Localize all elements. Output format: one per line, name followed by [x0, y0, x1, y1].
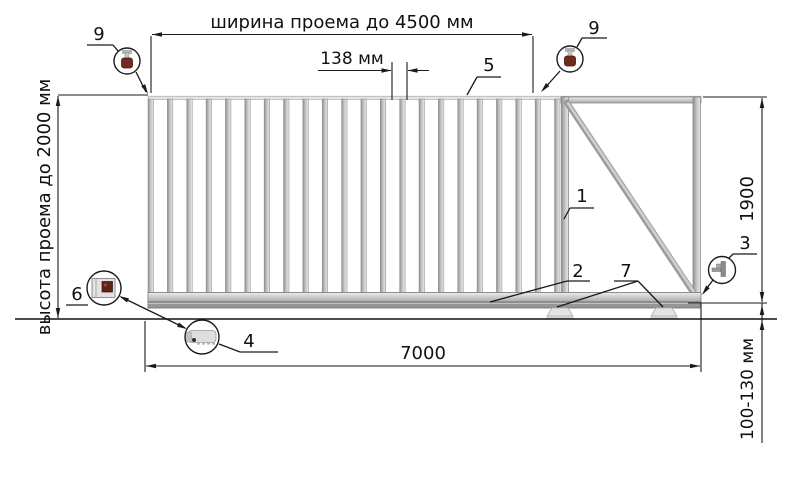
opening-height-label: высота проема до 2000 мм	[34, 79, 55, 335]
callout-6-label: 6	[71, 284, 82, 305]
dim-opening-height: высота проема до 2000 мм	[34, 79, 148, 335]
callout-3: 3	[702, 233, 757, 295]
top-bracket-icon	[121, 50, 133, 69]
callout-1-label: 1	[576, 186, 587, 207]
bottom-frame-rail	[147, 292, 702, 303]
callout-4-label: 4	[243, 331, 254, 352]
callout-6: 6	[66, 270, 187, 329]
roller-carriage-left	[546, 307, 574, 319]
ground-clearance-label: 100-130 мм	[738, 338, 758, 440]
infill-slat	[244, 98, 251, 294]
infill-slat	[147, 98, 154, 294]
callout-9-right: 9	[541, 18, 607, 92]
roller-carriage-right	[650, 307, 678, 319]
slat-spacing-label: 138 мм	[320, 49, 384, 69]
dim-gate-length: 7000	[144, 303, 702, 372]
diagonal-brace-highlight	[566, 101, 699, 299]
outer-upright	[692, 96, 701, 304]
callout-5: 5	[466, 55, 501, 96]
callout-5-label: 5	[483, 55, 494, 76]
gate-length-label: 7000	[400, 343, 446, 364]
carriage-icon	[186, 330, 217, 345]
callout-9-right-label: 9	[588, 18, 599, 39]
infill-slat	[263, 98, 270, 294]
callout-9-left: 9	[87, 24, 148, 94]
infill-slat	[399, 98, 406, 294]
infill-slat	[302, 98, 309, 294]
infill-slat	[341, 98, 348, 294]
infill-slat	[515, 98, 522, 294]
infill-slat	[457, 98, 464, 294]
dim-gate-height: 1900	[703, 96, 767, 302]
callout-7-label: 7	[620, 261, 631, 282]
top-bracket-icon	[564, 48, 576, 67]
gate-assembly	[147, 95, 702, 319]
infill-slat	[534, 98, 541, 294]
dim-slat-spacing: 138 мм	[318, 49, 429, 100]
gate-infill-slats	[147, 98, 561, 294]
dim-ground-clearance: 100-130 мм	[688, 302, 767, 443]
opening-width-label: ширина проема до 4500 мм	[210, 12, 473, 33]
callout-2: 2	[489, 261, 590, 303]
infill-slat	[205, 98, 212, 294]
callout-4: 4	[184, 319, 278, 355]
infill-slat	[554, 98, 561, 294]
tail-top-rail	[560, 96, 702, 104]
inner-upright	[561, 96, 569, 303]
infill-slat	[418, 98, 425, 294]
callout-9-left-label: 9	[93, 24, 104, 45]
infill-slat	[167, 98, 174, 294]
gate-height-label: 1900	[737, 176, 758, 222]
dim-opening-width: ширина проема до 4500 мм	[150, 12, 534, 93]
callout-1: 1	[563, 186, 594, 220]
infill-slat	[283, 98, 290, 294]
control-box-icon	[91, 278, 116, 298]
callout-7: 7	[556, 261, 664, 308]
infill-slat	[380, 98, 387, 294]
infill-slat	[496, 98, 503, 294]
infill-slat	[438, 98, 445, 294]
callout-3-label: 3	[739, 233, 750, 254]
infill-slat	[360, 98, 367, 294]
catcher-icon	[711, 261, 726, 277]
infill-slat	[225, 98, 232, 294]
infill-slat	[476, 98, 483, 294]
infill-slat	[321, 98, 328, 294]
infill-slat	[186, 98, 193, 294]
callout-2-label: 2	[572, 261, 583, 282]
